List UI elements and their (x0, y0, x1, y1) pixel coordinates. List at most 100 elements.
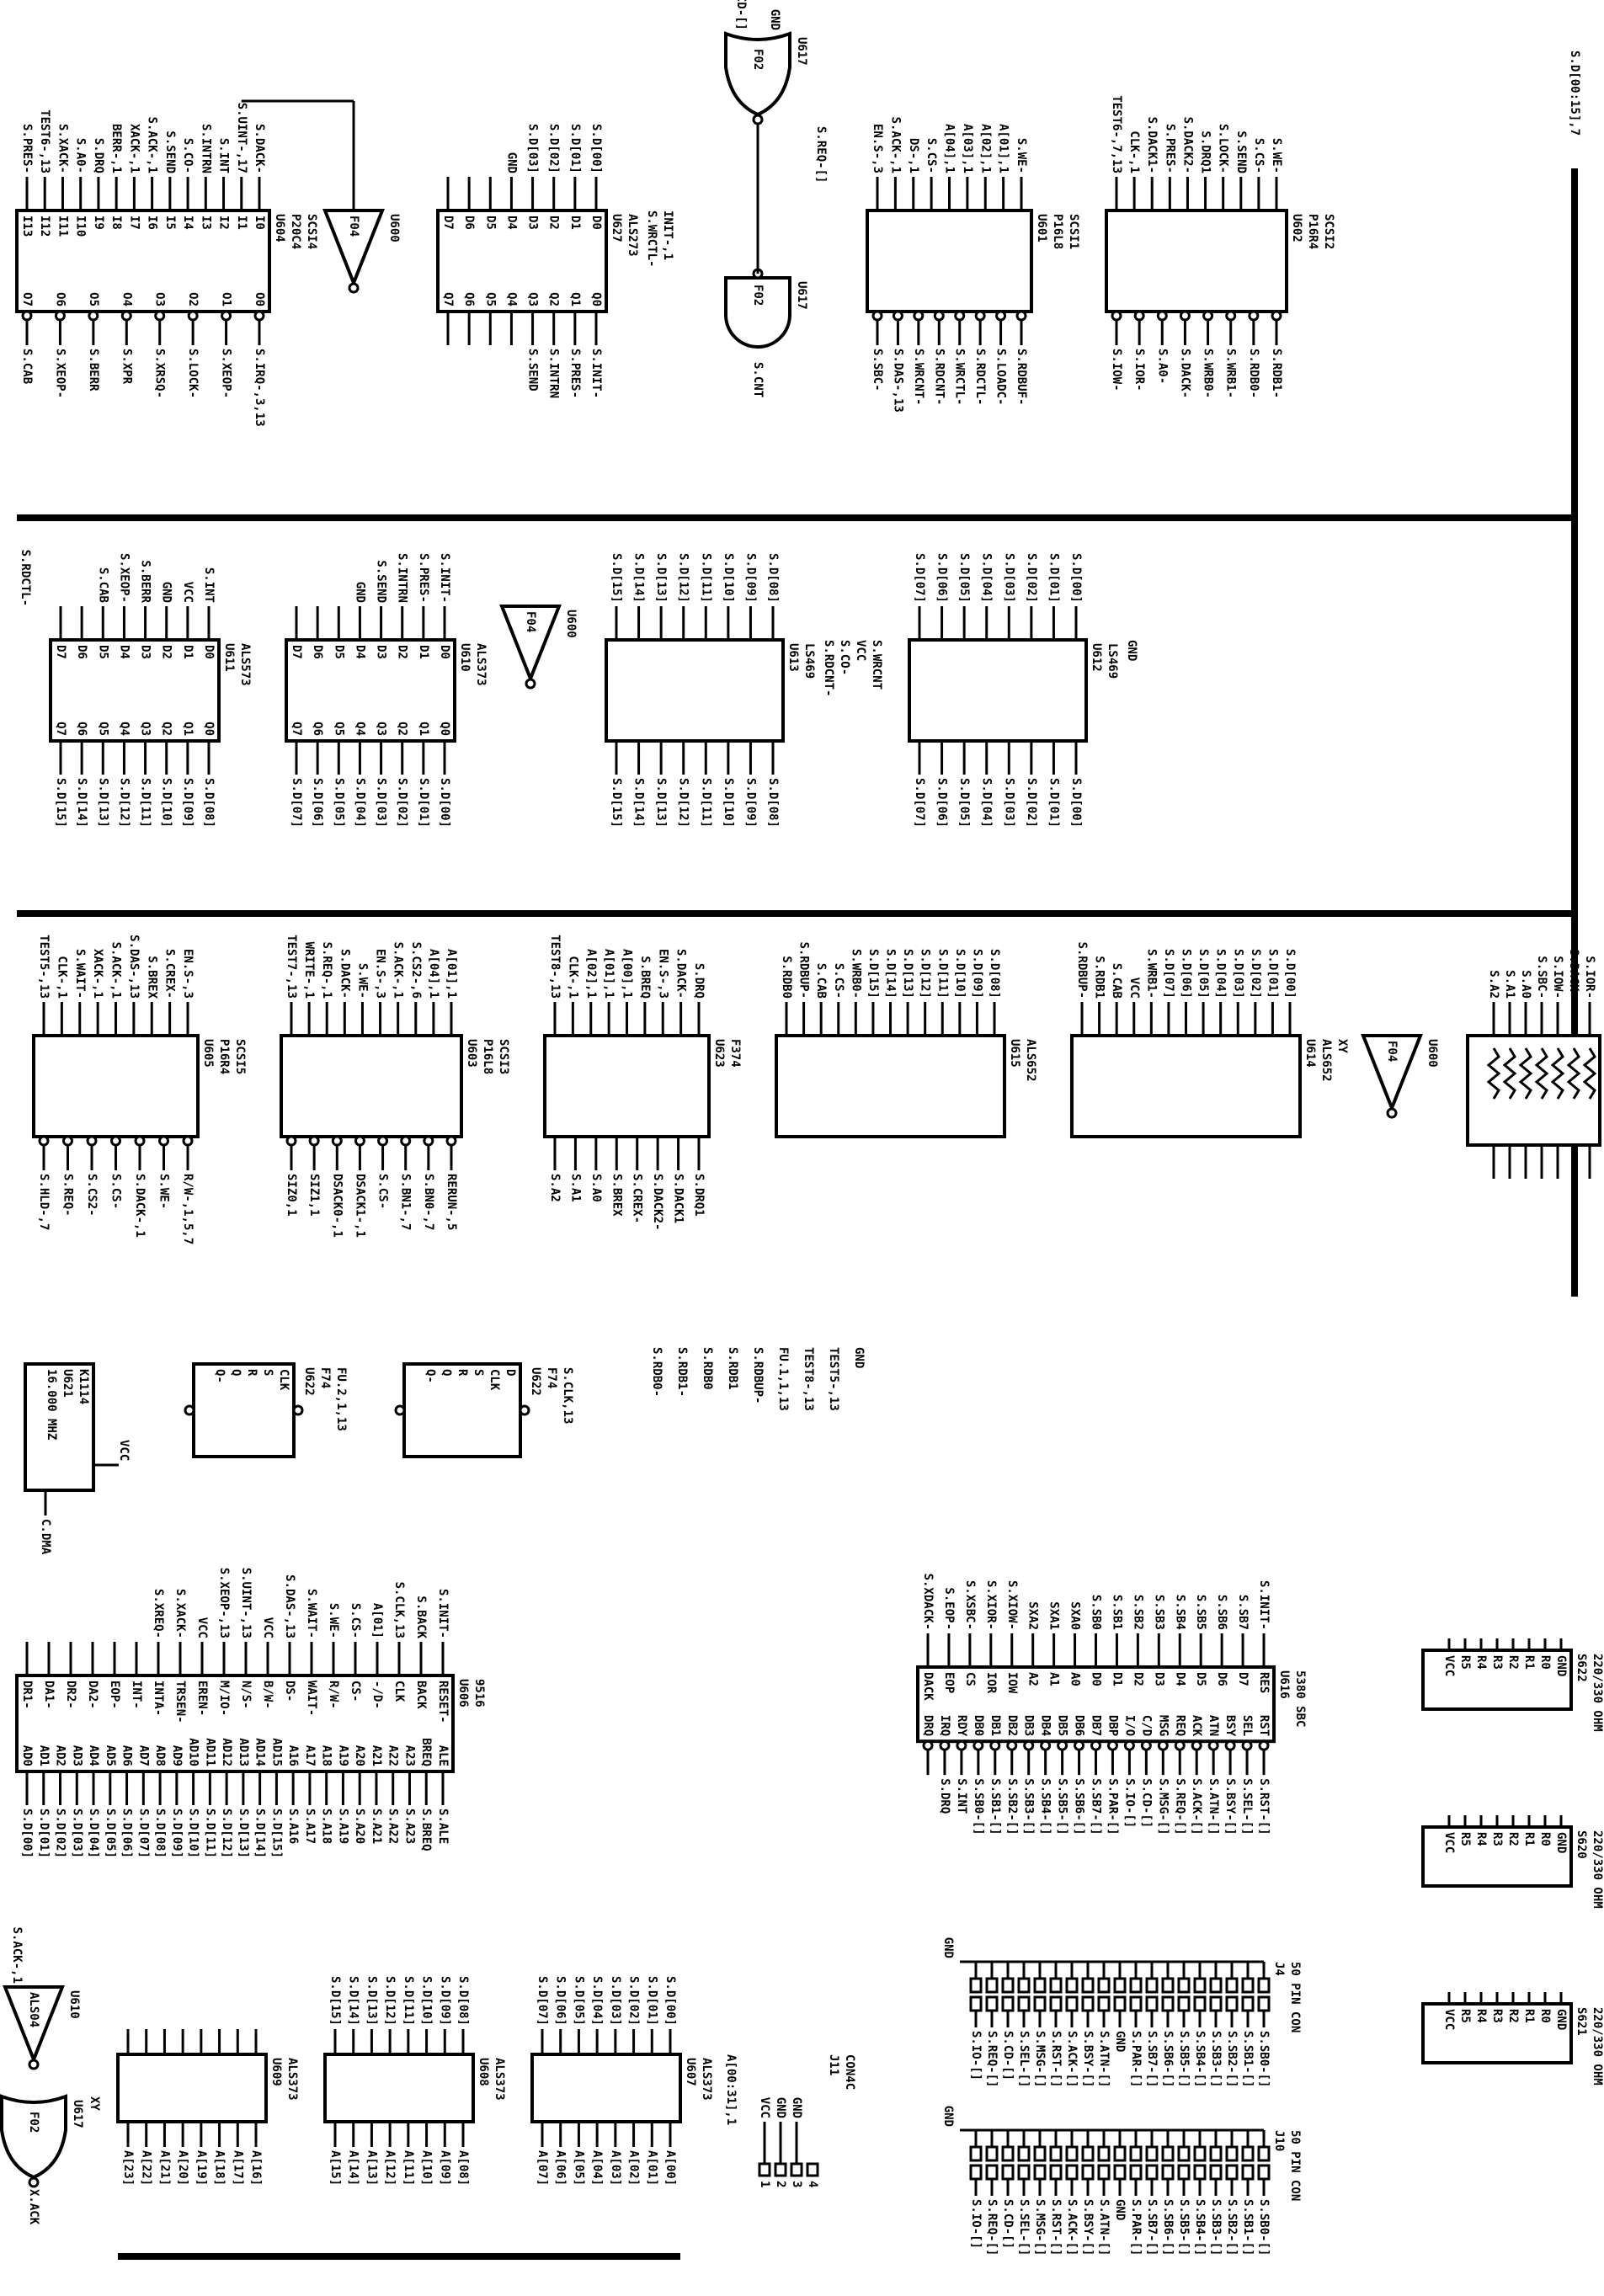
svg-text:A[08]: A[08] (456, 2150, 470, 2186)
net-label: S.XEOP- (53, 349, 67, 398)
net-label: S.DACK2- (651, 1174, 664, 1230)
net-label: S.SB2-[] (1225, 2199, 1239, 2256)
pin-name: I2 (217, 216, 231, 230)
svg-text:S.SB3-[]: S.SB3-[] (1209, 2199, 1223, 2256)
svg-text:S.WRCTL-: S.WRCTL- (953, 349, 967, 405)
connector-pin-even (1225, 2164, 1239, 2181)
svg-text:S.D[14]: S.D[14] (632, 553, 646, 603)
svg-text:F74: F74 (318, 1367, 332, 1388)
net-label: S.D[07] (1162, 949, 1175, 999)
svg-text:S.D[11]: S.D[11] (699, 778, 712, 828)
gate-ref-label: U610 (67, 1990, 81, 2019)
pin-name: Q2 (547, 292, 561, 306)
connector-pin-even (1257, 1995, 1271, 2012)
connector-pin-odd (1257, 1977, 1271, 1994)
pin-name: AD2 (54, 1745, 67, 1766)
svg-text:GND: GND (941, 2106, 955, 2127)
chip-label: S620 (1575, 1830, 1588, 1859)
svg-text:S.D[10]: S.D[10] (953, 949, 967, 999)
net-label: S.DACK- (674, 949, 688, 999)
net-label: A[02],1 (584, 949, 598, 999)
svg-text:S.LOCK-: S.LOCK- (1217, 124, 1230, 173)
svg-text:S.A21: S.A21 (370, 1809, 383, 1844)
resistor-icon (1566, 1047, 1581, 1100)
svg-text:O1: O1 (220, 292, 233, 306)
pin-name: Q0 (202, 722, 216, 736)
net-label: S.D[10] (160, 778, 173, 828)
net-label: S.CD-[] (1001, 2199, 1015, 2249)
chip-label: XY (1335, 1039, 1349, 1053)
net-label: S.D[11] (402, 1976, 415, 2026)
svg-text:S.INT: S.INT (955, 1778, 968, 1814)
inversion-bubble (354, 1135, 365, 1147)
net-label: S.SB6-[] (1161, 2031, 1175, 2087)
pin-name: TRSEN- (173, 1681, 187, 1723)
svg-text:A[02],1: A[02],1 (978, 124, 992, 173)
svg-text:S.BACK: S.BACK (414, 1595, 428, 1638)
chip-u627: D0S.D[00]D1S.D[01]D2S.D[02]D3S.D[03]D4GN… (436, 124, 639, 398)
chip-body (436, 209, 608, 313)
net-label: S.D[08] (766, 778, 780, 828)
inversion-bubble (285, 1135, 297, 1147)
net-label: A[18] (213, 2150, 226, 2186)
net-label: XACK-,1 (91, 949, 104, 999)
svg-text:A22: A22 (386, 1745, 400, 1766)
svg-text:R2: R2 (1506, 1832, 1520, 1846)
net-label: S.D[07] (136, 1809, 150, 1858)
inversion-bubble (1057, 1739, 1068, 1751)
net-label: S.D[12] (677, 778, 690, 828)
pin-name: A17 (303, 1745, 317, 1766)
svg-text:Q5: Q5 (483, 292, 497, 306)
svg-text:S.D[07]: S.D[07] (913, 553, 926, 603)
svg-text:DB1: DB1 (989, 1715, 1002, 1736)
net-label: S.BSY-[] (1223, 1778, 1237, 1835)
net-label: S.D[03] (1231, 949, 1244, 999)
svg-text:S.D[08]: S.D[08] (456, 1976, 470, 2026)
svg-text:VCC: VCC (1442, 1655, 1456, 1676)
svg-text:S.CD-[]: S.CD-[] (1139, 1778, 1153, 1828)
svg-text:A[18]: A[18] (213, 2150, 226, 2186)
pin-name: AD15 (269, 1738, 283, 1766)
svg-text:R1: R1 (1522, 1832, 1536, 1846)
svg-text:Q5: Q5 (332, 722, 345, 736)
svg-text:FU.1,1,13: FU.1,1,13 (776, 1347, 790, 1411)
connector-pin-odd (1065, 2145, 1079, 2162)
net-label: A[11] (402, 2150, 415, 2186)
svg-text:XY: XY (88, 2096, 101, 2111)
net-label: FU.1,1,13 (776, 1347, 790, 1411)
connector-pin-odd (985, 2145, 999, 2162)
pin-name: Q5 (483, 292, 497, 306)
net-label: FU.2,1,13 (334, 1367, 348, 1431)
svg-text:S.D[05]: S.D[05] (957, 553, 971, 603)
pin-name: I13 (20, 216, 34, 237)
pin-name: D1 (417, 645, 430, 659)
net-label: S.CAB (96, 567, 109, 603)
connector-pin-odd (1049, 2145, 1063, 2162)
pin-name: REQ (1173, 1715, 1186, 1736)
svg-text:SIZ0,1: SIZ0,1 (285, 1174, 298, 1217)
net-label: S.D[00] (1069, 553, 1083, 603)
connector-pin-even (1081, 1995, 1095, 2012)
svg-text:AD15: AD15 (269, 1738, 283, 1766)
chip-body (543, 1034, 711, 1138)
net-label: S.WRCNT- (912, 349, 925, 405)
net-label: DSACK1-,1 (353, 1174, 366, 1238)
inversion-bubble (525, 678, 536, 690)
svg-text:TEST7-,13: TEST7-,13 (285, 935, 298, 999)
svg-text:TEST6-,7,13: TEST6-,7,13 (1110, 95, 1123, 173)
net-label: VCC (854, 640, 867, 661)
svg-text:RES: RES (1257, 1672, 1271, 1693)
svg-text:S.CS2-,6: S.CS2-,6 (409, 942, 423, 999)
connector-pin-even (1017, 2164, 1031, 2181)
pin-name: AD8 (153, 1745, 167, 1766)
svg-text:O6: O6 (53, 292, 67, 306)
svg-text:S.XREQ-: S.XREQ- (152, 1589, 165, 1638)
net-label: A[14] (347, 2150, 360, 2186)
svg-text:S.DRQ: S.DRQ (938, 1778, 951, 1814)
inversion-bubble (292, 1404, 304, 1416)
pin-name: Q- (424, 1369, 437, 1383)
pin-name: I1 (235, 216, 248, 230)
net-label: S.CAB (814, 963, 828, 999)
pin-name: B/W- (261, 1681, 274, 1709)
